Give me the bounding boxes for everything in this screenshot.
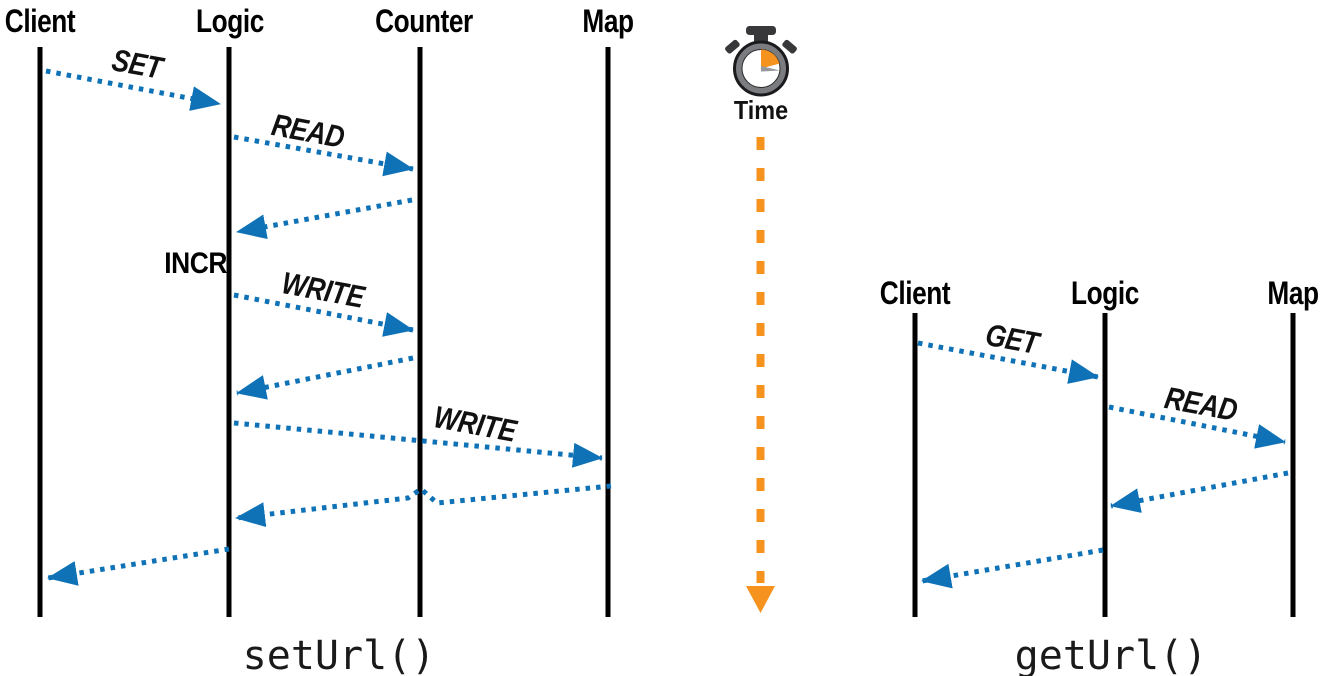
lifeline-label-logic-right: Logic [1071,275,1139,311]
message-label-incr: INCR [164,247,227,280]
arrow-get-return [921,547,1104,589]
stopwatch-icon [725,26,797,97]
message-label-set: SET [109,42,165,86]
arrow-set [45,68,221,111]
message-label-get: GET [982,316,1042,362]
arrow-set-return [47,546,230,586]
lifeline-label-map-right: Map [1267,275,1319,311]
lifeline-label-client-left: Client [4,3,76,39]
time-axis-label: Time [733,95,789,125]
time-axis-arrow [746,137,775,613]
right-message-arrows [917,340,1289,589]
lifeline-label-map-left: Map [582,3,634,39]
caption-geturl: getUrl() [1014,633,1208,676]
lifeline-label-client-right: Client [879,275,951,311]
lifeline-label-logic-left: Logic [196,3,264,39]
arrow-write-map-return-hop [235,483,612,528]
arrow-write-counter-return [236,355,414,400]
arrow-read-return [236,197,413,240]
left-message-arrows [45,68,612,586]
arrow-write-map [233,420,603,468]
time-arrowhead [746,586,775,613]
arrow-read-map [1108,404,1286,449]
arrow-read-map-return [1110,470,1289,513]
caption-seturl: setUrl() [242,633,436,676]
lifeline-label-counter: Counter [375,3,473,39]
left-lifelines [37,47,611,617]
right-lifelines [912,313,1296,617]
